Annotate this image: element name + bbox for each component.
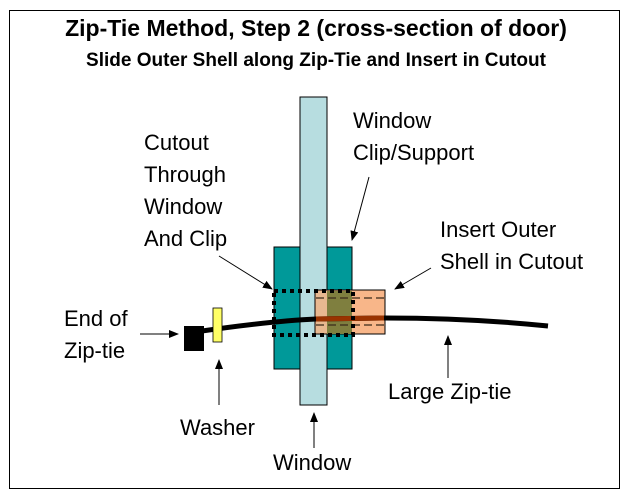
label-window-clip-line: Window <box>353 108 432 133</box>
label-end-of-ziptie: End of Zip-tie <box>64 303 128 367</box>
washer <box>212 307 223 343</box>
zip-tie-end-block <box>184 326 204 351</box>
label-cutout: Cutout Through Window And Clip <box>144 127 227 255</box>
label-window-clip-line: Clip/Support <box>353 140 475 165</box>
shell-over-window <box>316 291 327 333</box>
diagram-subtitle: Slide Outer Shell along Zip-Tie and Inse… <box>86 50 546 71</box>
label-cutout-line: Window <box>144 194 223 219</box>
window-glass <box>299 96 328 406</box>
label-window-clip: Window Clip/Support <box>353 105 474 169</box>
arrow-insert-shell <box>394 267 432 290</box>
label-cutout-line: And Clip <box>144 226 228 251</box>
label-washer: Washer <box>180 415 255 440</box>
large-zip-tie <box>194 315 549 335</box>
label-cutout-line: Cutout <box>144 130 209 155</box>
label-insert-shell-line: Insert Outer <box>440 217 557 242</box>
label-cutout-line: Through <box>144 162 226 187</box>
label-window: Window <box>273 450 352 475</box>
zip-tie-inside-shell <box>315 315 385 322</box>
label-insert-shell-line: Shell in Cutout <box>440 249 584 274</box>
cutout-outline <box>272 289 355 337</box>
label-insert-shell: Insert Outer Shell in Cutout <box>440 214 583 278</box>
label-end-of-ziptie-line: Zip-tie <box>64 338 126 363</box>
diagram-frame <box>9 10 620 489</box>
diagram-title: Zip-Tie Method, Step 2 (cross-section of… <box>65 15 567 41</box>
arrow-window-clip <box>350 176 370 241</box>
arrow-cutout <box>218 255 273 290</box>
label-large-ziptie: Large Zip-tie <box>388 379 512 404</box>
label-end-of-ziptie-line: End of <box>64 306 128 331</box>
